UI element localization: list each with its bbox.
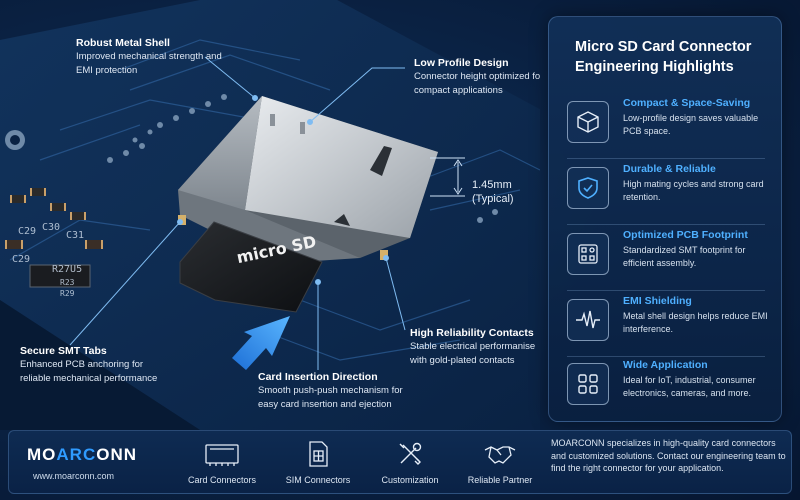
- sim-connector-icon: [273, 439, 363, 469]
- highlights-panel: Micro SD Card Connector Engineering High…: [548, 16, 782, 422]
- callout-smt-tabs: Secure SMT Tabs Enhanced PCB anchoring f…: [20, 344, 170, 386]
- feature-desc: Low-profile design saves valuable PCB sp…: [623, 113, 759, 136]
- grid-icon: [567, 363, 609, 405]
- card-connector-icon: [177, 439, 267, 469]
- company-description: MOARCONN specializes in high-quality car…: [551, 438, 786, 473]
- feature-desc: Ideal for IoT, industrial, consumer elec…: [623, 375, 756, 398]
- feature-title: Durable & Reliable: [623, 163, 716, 175]
- feature-application: Wide Application Ideal for IoT, industri…: [567, 359, 777, 413]
- callout-insertion: Card Insertion Direction Smooth push-pus…: [258, 370, 418, 412]
- feature-title: Wide Application: [623, 359, 708, 371]
- callout-desc: Enhanced PCB anchoring for reliable mech…: [20, 359, 158, 384]
- footer-item-label: SIM Connectors: [285, 475, 351, 485]
- feature-compact: Compact & Space-Saving Low-profile desig…: [567, 97, 777, 151]
- callout-title: Low Profile Design: [414, 57, 509, 69]
- brand-part: ONN: [96, 445, 138, 464]
- tools-icon: [365, 439, 455, 469]
- brand-logo[interactable]: MOARCONN: [27, 445, 137, 465]
- callout-robust-shell: Robust Metal Shell Improved mechanical s…: [76, 36, 226, 78]
- divider: [567, 224, 765, 225]
- divider: [567, 356, 765, 357]
- website-link[interactable]: www.moarconn.com: [33, 471, 115, 481]
- callout-title: Robust Metal Shell: [76, 37, 170, 49]
- callout-desc: Improved mechanical strength and EMI pro…: [76, 51, 222, 76]
- feature-desc: High mating cycles and strong card reten…: [623, 179, 764, 202]
- dimension-note: (Typical): [472, 193, 514, 205]
- callout-desc: Smooth push-push mechanism for easy card…: [258, 385, 403, 410]
- callout-title: High Reliability Contacts: [410, 327, 534, 339]
- pcb-footprint-icon: [567, 233, 609, 275]
- footer-item-sim-connectors[interactable]: SIM Connectors: [273, 439, 363, 485]
- product-illustration: C29 C30 C31 C29 R27U5 R23 R29 micro SD R…: [0, 0, 540, 430]
- connector-shell: [178, 96, 438, 262]
- callout-title: Secure SMT Tabs: [20, 345, 107, 357]
- insertion-arrow-icon: [232, 316, 290, 370]
- pcb-board-graphic: [0, 0, 540, 430]
- callout-desc: Stable electrical performanise with gold…: [410, 341, 536, 366]
- handshake-icon: [455, 439, 545, 469]
- footer-item-label: Customization: [381, 475, 439, 485]
- silkscreen-label: C29: [18, 226, 37, 237]
- dimension-value: 1.45mm: [472, 179, 512, 191]
- silkscreen-label: R27U5: [52, 264, 83, 275]
- feature-title: Optimized PCB Footprint: [623, 229, 748, 241]
- silkscreen-label: R29: [60, 289, 75, 298]
- feature-emi: EMI Shielding Metal shell design helps r…: [567, 295, 777, 349]
- silkscreen-label: C29: [12, 254, 31, 265]
- silkscreen-label: C31: [66, 230, 85, 241]
- divider: [567, 290, 765, 291]
- callout-low-profile: Low Profile Design Connector height opti…: [414, 56, 540, 98]
- footer-item-label: Card Connectors: [187, 475, 257, 485]
- microsd-card: [179, 221, 323, 313]
- footer-bar: MOARCONN www.moarconn.com Card Connector…: [8, 430, 792, 494]
- brand-part-accent: ARC: [56, 445, 97, 464]
- panel-title: Micro SD Card Connector Engineering High…: [575, 39, 752, 75]
- footer-item-customization[interactable]: Customization: [365, 439, 455, 485]
- callout-contacts: High Reliability Contacts Stable electri…: [410, 326, 540, 368]
- footer-item-card-connectors[interactable]: Card Connectors: [177, 439, 267, 485]
- callout-desc: Connector height optimized for compact a…: [414, 71, 540, 96]
- brand-part: MO: [27, 445, 57, 464]
- feature-title: Compact & Space-Saving: [623, 97, 751, 109]
- footer-item-reliable-partner[interactable]: Reliable Partner: [455, 439, 545, 485]
- shield-check-icon: [567, 167, 609, 209]
- feature-footprint: Optimized PCB Footprint Standardized SMT…: [567, 229, 777, 283]
- callout-title: Card Insertion Direction: [258, 371, 378, 383]
- silkscreen-label: C30: [42, 222, 61, 233]
- dimension-label: 1.45mm (Typical): [472, 178, 514, 206]
- feature-desc: Standardized SMT footprint for efficient…: [623, 245, 746, 268]
- footer-item-label: Reliable Partner: [467, 475, 533, 485]
- feature-durable: Durable & Reliable High mating cycles an…: [567, 163, 777, 217]
- silkscreen-label: R23: [60, 278, 75, 287]
- waveform-icon: [567, 299, 609, 341]
- divider: [567, 158, 765, 159]
- feature-title: EMI Shielding: [623, 295, 692, 307]
- cube-icon: [567, 101, 609, 143]
- feature-desc: Metal shell design helps reduce EMI inte…: [623, 311, 768, 334]
